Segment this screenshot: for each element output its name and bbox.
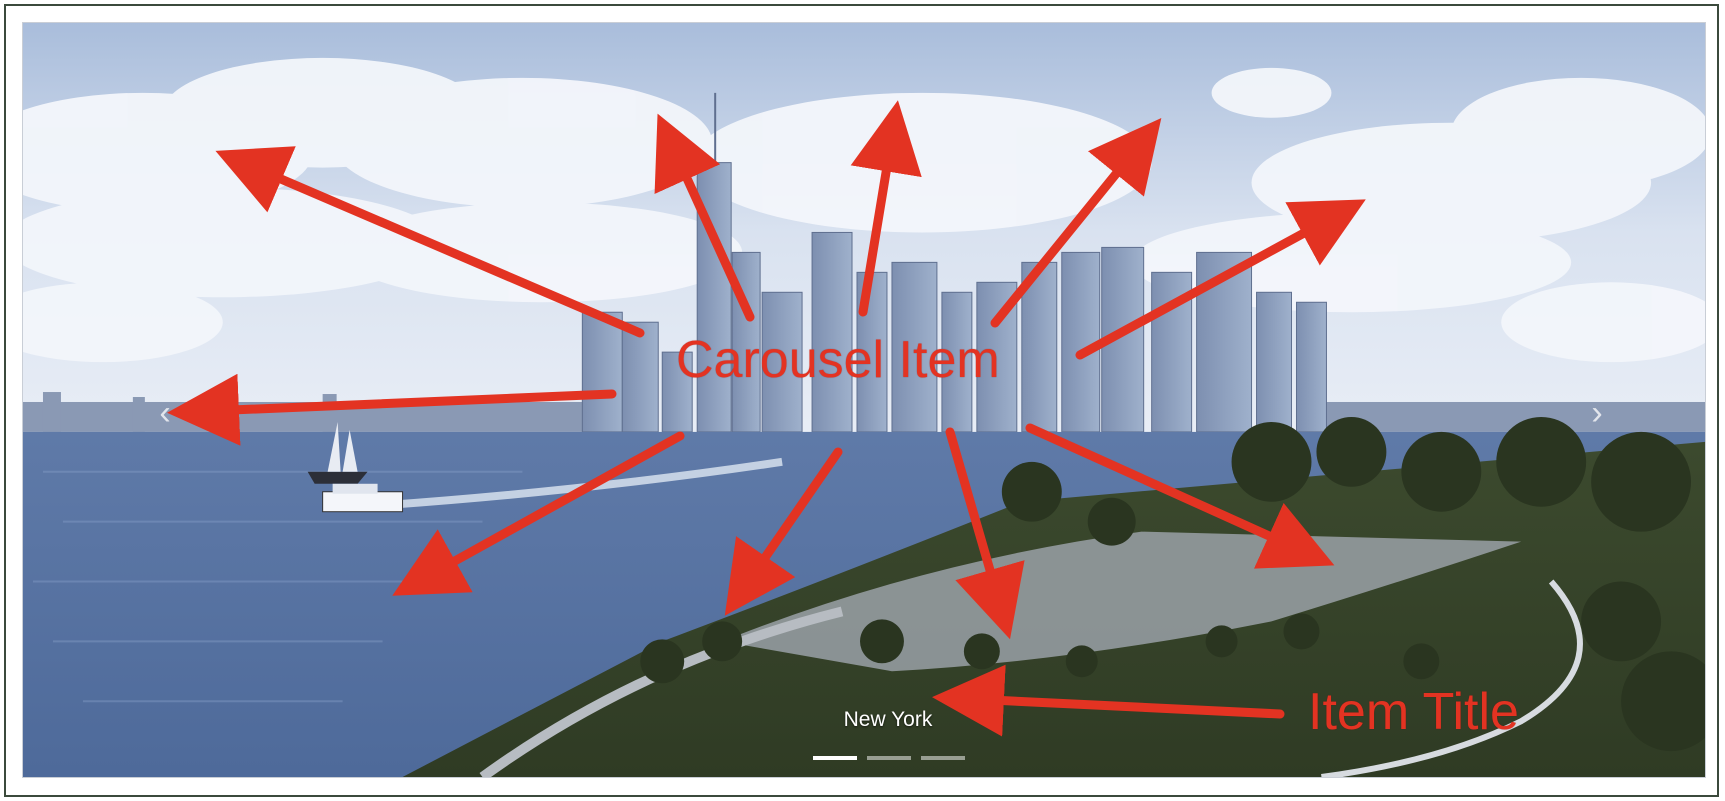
carousel-item-title: New York: [843, 708, 933, 731]
annotation-item-title-label: Item Title: [1308, 683, 1519, 741]
carousel-item-image: [23, 23, 1705, 777]
chevron-left-icon: ‹: [159, 394, 171, 432]
carousel: ‹ › New York: [22, 22, 1706, 778]
carousel-indicator[interactable]: [813, 756, 857, 760]
carousel-indicator[interactable]: [867, 756, 911, 760]
carousel-prev-button[interactable]: ‹: [151, 393, 179, 433]
carousel-indicators: [813, 756, 965, 760]
carousel-indicator[interactable]: [921, 756, 965, 760]
carousel-next-button[interactable]: ›: [1583, 393, 1611, 433]
chevron-right-icon: ›: [1591, 394, 1603, 432]
annotation-carousel-item-label: Carousel Item: [676, 331, 1000, 389]
